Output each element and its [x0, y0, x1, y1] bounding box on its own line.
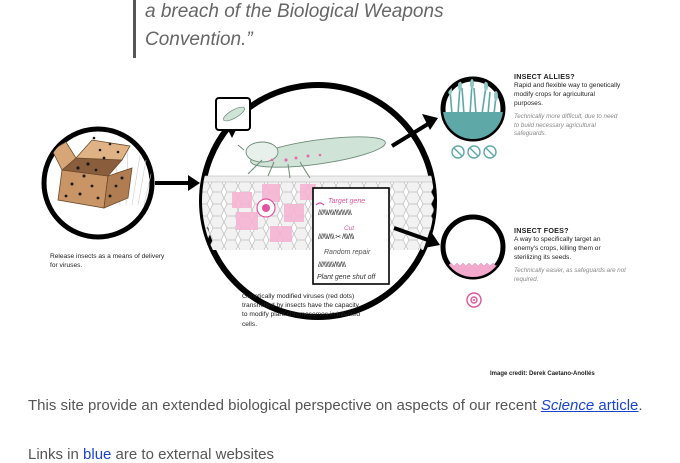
intro-paragraph: This site provide an extended biological… — [28, 394, 648, 417]
zoom-bubble-insect — [215, 97, 251, 138]
barren-field-icon — [440, 214, 506, 280]
no-symbol-icon — [451, 145, 465, 159]
box-of-insects-icon — [41, 126, 155, 240]
cut-label: Cut — [344, 225, 355, 232]
image-credit: Image credit: Derek Caetano-Anollés — [490, 371, 595, 377]
science-article-link[interactable]: Science article — [541, 397, 639, 414]
allies-title: INSECT ALLIES? — [514, 72, 575, 81]
arrow-to-allies — [390, 114, 438, 148]
intro-period: . — [638, 397, 643, 414]
article-link-label: article — [594, 397, 639, 414]
no-symbol-icon-row — [451, 145, 497, 159]
insect-foes-block: INSECT FOES? A way to specifically targe… — [514, 226, 626, 284]
target-gene-label: Target gene — [328, 198, 365, 205]
foes-text: A way to specifically target an enemy's … — [514, 236, 601, 261]
gene-editing-inset: Target gene ////\\\/\\\/\\\/\\\/\\\ Cut … — [312, 187, 390, 285]
release-caption: Release insects as a means of delivery f… — [50, 253, 165, 269]
shut-off-label: Plant gene shut off — [317, 274, 376, 281]
arrow-to-foes — [393, 226, 440, 248]
blockquote-bar — [133, 0, 136, 58]
quote-line-2: Convention.” — [145, 29, 253, 50]
foes-title: INSECT FOES? — [514, 226, 569, 235]
insect-allies-diagram: Target gene ////\\\/\\\/\\\/\\\/\\\ Cut … — [41, 76, 506, 320]
arrow-release-to-infection — [155, 175, 200, 191]
dna-strand-1: ////\\\/\\\/\\\/\\\/\\\ — [318, 210, 352, 217]
foes-note: Technically easier, as safeguards are no… — [514, 267, 626, 283]
allies-note: Technically more difficult, due to need … — [514, 113, 618, 138]
allies-text: Rapid and flexible way to genetically mo… — [514, 82, 621, 107]
quote-line-1: a breach of the Biological Weapons — [145, 1, 444, 22]
leafhopper-icon — [237, 136, 386, 179]
blockquote: a breach of the Biological Weapons Conve… — [145, 0, 565, 54]
insect-allies-block: INSECT ALLIES? Rapid and flexible way to… — [514, 72, 624, 139]
random-repair-label: Random repair — [324, 249, 371, 256]
crop-field-icon — [440, 76, 506, 142]
gm-virus-caption: Genetically modified viruses (red dots) … — [242, 293, 361, 328]
dna-strand-2: ////\\\/\\\ ✂ /\\\/\\\ — [318, 234, 354, 241]
intro-text: This site provide an extended biological… — [28, 397, 541, 414]
no-symbol-icon — [483, 145, 497, 159]
no-symbol-icon — [467, 145, 481, 159]
biohazard-icon — [466, 292, 482, 308]
dna-strand-3: ////\\\\\\\/\\\/\\\ — [318, 262, 346, 269]
science-link-label: Science — [540, 397, 595, 414]
